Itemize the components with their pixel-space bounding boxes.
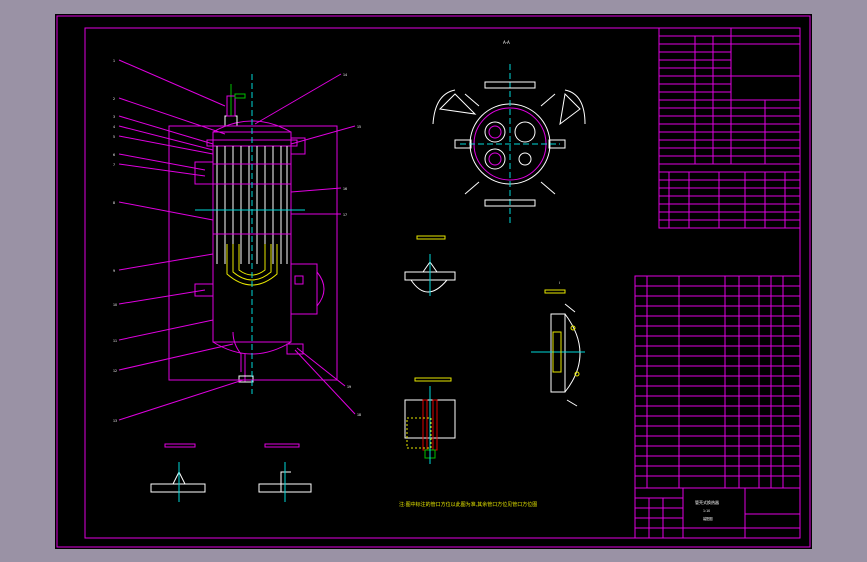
tube-sheet-detail <box>404 377 456 464</box>
drawing-sheet: 1 2 3 4 5 6 7 8 9 10 11 12 13 14 15 16 1… <box>55 14 812 549</box>
title-block-sheet: 装配图 <box>703 516 713 521</box>
parts-list <box>634 275 801 489</box>
title-block: 管壳式换热器 1:10 装配图 <box>634 487 801 539</box>
weld-detail-middle <box>404 235 456 296</box>
flange-detail: I <box>531 281 585 407</box>
svg-text:12: 12 <box>113 369 117 373</box>
svg-text:18: 18 <box>357 413 361 417</box>
vessel-elevation <box>168 74 338 394</box>
outer-frame <box>56 15 811 548</box>
svg-text:15: 15 <box>357 125 361 129</box>
leader-lines-left: 1 2 3 4 5 6 7 8 9 10 11 12 13 <box>113 59 244 423</box>
svg-text:6: 6 <box>113 153 115 157</box>
svg-text:7: 7 <box>113 163 115 167</box>
section-label: A-A <box>503 40 510 45</box>
svg-text:I: I <box>559 281 560 285</box>
svg-text:13: 13 <box>113 419 117 423</box>
inner-frame <box>84 27 801 539</box>
svg-text:3: 3 <box>113 115 115 119</box>
svg-text:19: 19 <box>347 385 351 389</box>
svg-text:16: 16 <box>343 187 347 191</box>
svg-text:2: 2 <box>113 97 115 101</box>
design-data-table <box>658 27 801 229</box>
drawing-note: 注:图中标注的管口方位以此图为准,其余管口方位见管口方位图 <box>399 501 537 508</box>
svg-text:8: 8 <box>113 201 115 205</box>
title-block-title: 管壳式换热器 <box>695 499 719 505</box>
svg-text:5: 5 <box>113 135 115 139</box>
svg-text:10: 10 <box>113 303 117 307</box>
title-block-scale: 1:10 <box>703 509 710 513</box>
section-a-a: A-A <box>432 40 586 224</box>
svg-text:11: 11 <box>113 339 117 343</box>
cad-drawing: 1 2 3 4 5 6 7 8 9 10 11 12 13 14 15 16 1… <box>56 15 811 548</box>
svg-text:1: 1 <box>113 59 115 63</box>
svg-text:17: 17 <box>343 213 347 217</box>
svg-text:9: 9 <box>113 269 115 273</box>
svg-text:14: 14 <box>343 73 347 77</box>
leader-lines-right: 14 15 16 17 18 19 <box>254 73 361 417</box>
svg-text:4: 4 <box>113 125 115 129</box>
weld-details-bottom <box>150 443 312 502</box>
